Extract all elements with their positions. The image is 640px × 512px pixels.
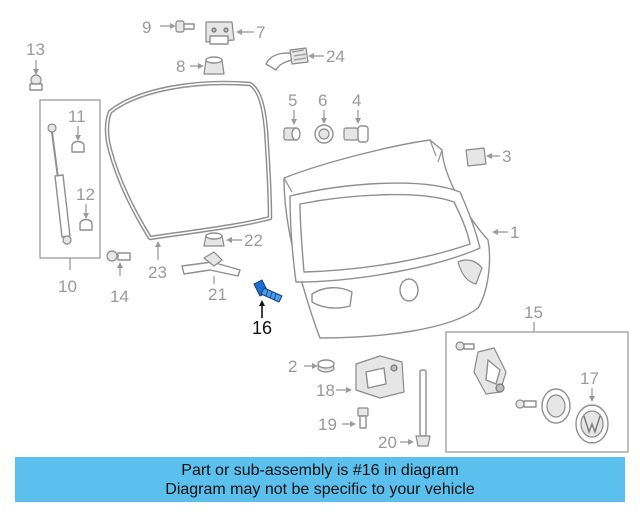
callout-11: 11 [68,107,86,126]
callout-20: 20 [378,433,397,452]
part-15-lock-cylinder [541,388,571,424]
part-23-weatherstrip [104,80,273,241]
info-banner: Part or sub-assembly is #16 in diagram D… [15,457,625,502]
part-20-rod [415,369,431,447]
part-10-support-kit [39,99,101,259]
callout-23: 23 [148,263,167,282]
part-8-nut [203,56,225,75]
part-4-buffer [343,125,369,143]
part-7-hinge [205,21,235,45]
exploded-parts-diagram: 9 7 8 24 13 [26,18,629,453]
callout-19: 19 [318,415,337,434]
part-15-lock-actuator [455,341,507,395]
part-13-ball-stud [29,74,43,91]
callout-10: 10 [58,277,77,296]
callout-8: 8 [176,57,185,76]
callout-13: 13 [26,40,45,59]
callout-24: 24 [326,47,345,66]
part-14-bolt [106,250,131,262]
callout-4: 4 [352,91,361,110]
callout-1: 1 [510,223,519,242]
callout-21: 21 [208,285,227,304]
part-9-bolt [175,20,195,33]
part-16-bolt-highlighted [253,279,283,303]
part-15-kit-box [445,331,629,453]
part-15-bolt [515,399,537,409]
part-17-emblem [575,404,609,444]
callout-17: 17 [580,369,599,388]
callout-12: 12 [76,185,95,204]
callout-9: 9 [142,18,151,37]
banner-line-2: Diagram may not be specific to your vehi… [165,480,475,498]
callout-22: 22 [244,231,263,250]
callout-6: 6 [318,91,327,110]
part-6-grommet [314,124,334,144]
callout-2: 2 [288,357,297,376]
part-24-conduit [265,47,309,71]
banner-line-1: Part or sub-assembly is #16 in diagram [181,461,459,479]
part-18-latch [355,355,405,399]
part-19-bolt [357,407,369,429]
callout-16: 16 [252,318,272,338]
callout-14: 14 [110,287,129,306]
callout-7: 7 [256,23,265,42]
part-1-liftgate [283,139,491,339]
callout-3: 3 [502,147,511,166]
callout-15: 15 [524,303,543,322]
part-11-clip [71,140,85,153]
part-3-plate [465,147,487,167]
part-21-striker [181,251,241,277]
gas-strut [47,123,72,245]
part-5-bumper [283,127,301,141]
part-2-grommet [317,359,335,373]
part-22-nut [203,232,225,247]
callout-18: 18 [316,381,335,400]
part-12-clip [79,218,93,231]
callout-5: 5 [288,91,297,110]
